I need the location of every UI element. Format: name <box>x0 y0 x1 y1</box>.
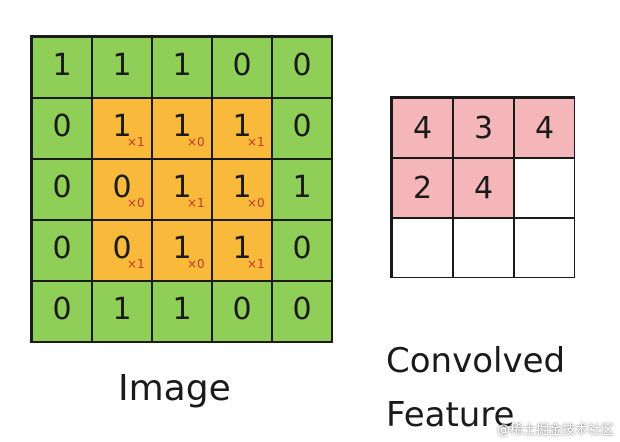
image-cell: 1 <box>92 37 152 98</box>
image-cell-value: 1 <box>172 231 192 266</box>
image-cell-value: 0 <box>52 292 72 327</box>
image-cell: 1×1 <box>152 159 212 220</box>
kernel-weight: ×0 <box>127 196 145 210</box>
kernel-weight: ×1 <box>127 135 145 149</box>
image-cell: 0 <box>32 281 92 342</box>
image-label: Image <box>118 368 231 409</box>
image-cell: 1 <box>32 37 92 98</box>
feature-cell <box>453 218 514 278</box>
kernel-weight: ×1 <box>187 196 205 210</box>
image-cell: 1×1 <box>212 98 272 159</box>
image-cell-value: 0 <box>292 109 312 144</box>
image-cell-value: 1 <box>172 109 192 144</box>
feature-cell <box>514 218 575 278</box>
feature-cell: 4 <box>453 158 514 218</box>
image-cell: 0 <box>272 98 332 159</box>
image-cell: 1×0 <box>152 98 212 159</box>
kernel-weight: ×1 <box>247 135 265 149</box>
image-cell: 1 <box>152 37 212 98</box>
image-cell-value: 1 <box>112 48 132 83</box>
image-cell-value: 1 <box>172 48 192 83</box>
kernel-weight: ×0 <box>187 257 205 271</box>
feature-cell: 3 <box>453 98 514 158</box>
image-cell-value: 0 <box>292 231 312 266</box>
feature-cell <box>514 158 575 218</box>
image-cell: 1×1 <box>212 220 272 281</box>
image-cell: 1×0 <box>152 220 212 281</box>
image-cell: 0×1 <box>92 220 152 281</box>
image-cell-value: 0 <box>52 109 72 144</box>
image-cell-value: 1 <box>112 109 132 144</box>
image-cell: 0 <box>32 220 92 281</box>
image-cell-value: 0 <box>112 170 132 205</box>
kernel-weight: ×1 <box>127 257 145 271</box>
image-cell-value: 0 <box>292 48 312 83</box>
feature-cell: 4 <box>514 98 575 158</box>
image-cell: 0 <box>212 37 272 98</box>
feature-cell: 4 <box>392 98 453 158</box>
image-cell-value: 0 <box>52 170 72 205</box>
image-cell: 1×1 <box>92 98 152 159</box>
watermark: @稀土掘金技术社区 <box>496 423 614 438</box>
image-cell-value: 1 <box>52 48 72 83</box>
image-cell-value: 0 <box>112 231 132 266</box>
image-cell: 0 <box>32 159 92 220</box>
convolved-feature-label-line2: Feature <box>386 395 515 435</box>
convolved-feature-label: Convolved Feature <box>386 334 616 442</box>
image-cell: 0 <box>212 281 272 342</box>
image-cell: 1 <box>152 281 212 342</box>
image-cell: 0 <box>272 281 332 342</box>
kernel-weight: ×0 <box>247 196 265 210</box>
image-cell-value: 0 <box>292 292 312 327</box>
image-cell-value: 1 <box>232 231 252 266</box>
image-cell-value: 1 <box>292 170 312 205</box>
image-cell-value: 1 <box>232 170 252 205</box>
feature-cell <box>392 218 453 278</box>
image-cell: 1×0 <box>212 159 272 220</box>
image-cell: 0 <box>272 220 332 281</box>
image-cell-value: 1 <box>172 292 192 327</box>
image-cell: 0×0 <box>92 159 152 220</box>
kernel-weight: ×1 <box>247 257 265 271</box>
feature-cell: 2 <box>392 158 453 218</box>
image-cell: 1 <box>92 281 152 342</box>
image-cell-value: 1 <box>112 292 132 327</box>
image-cell-value: 1 <box>232 109 252 144</box>
image-cell-value: 0 <box>52 231 72 266</box>
kernel-weight: ×0 <box>187 135 205 149</box>
image-cell: 0 <box>272 37 332 98</box>
image-cell: 0 <box>32 98 92 159</box>
image-cell-value: 0 <box>232 292 252 327</box>
image-cell-value: 1 <box>172 170 192 205</box>
image-cell: 1 <box>272 159 332 220</box>
convolved-feature-label-line1: Convolved <box>386 341 566 381</box>
image-cell-value: 0 <box>232 48 252 83</box>
